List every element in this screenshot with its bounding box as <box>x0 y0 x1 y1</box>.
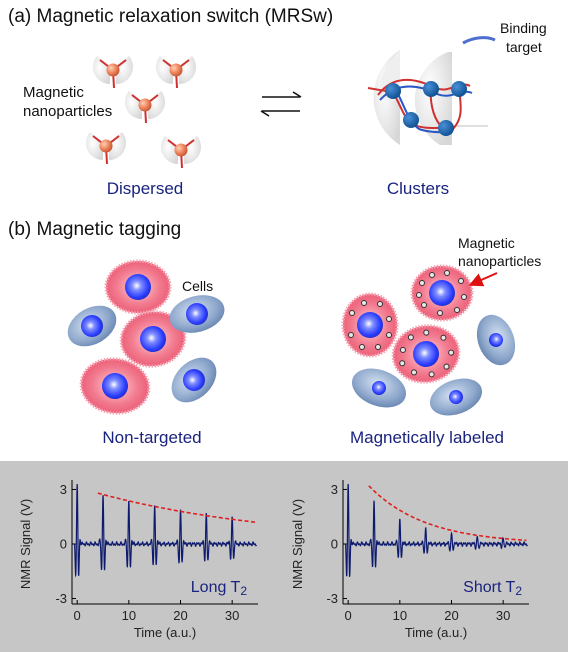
nmr-signal-series <box>74 483 258 578</box>
binding-target-label-line2: target <box>506 39 542 55</box>
nanoparticle-cluster <box>367 50 488 145</box>
nanoparticles-label-b-line2: nanoparticles <box>458 253 541 269</box>
x-tick-label: 0 <box>74 608 81 623</box>
pink-cell <box>79 357 151 415</box>
nanoparticles-pointer-arrow <box>468 272 498 287</box>
labeled-pink-cell <box>391 324 461 384</box>
blue-cell <box>67 305 117 347</box>
y-axis-label: NMR Signal (V) <box>290 499 305 589</box>
relaxation-annotation: Long T2 <box>191 579 248 598</box>
x-tick-label: 30 <box>225 608 239 623</box>
nanoparticle <box>160 136 202 169</box>
nanoparticles-label-b-line1: Magnetic <box>458 235 515 251</box>
blue-cell <box>476 314 516 366</box>
x-axis-label: Time (a.u.) <box>134 625 196 640</box>
decay-envelope <box>368 485 527 542</box>
y-tick-label: -3 <box>326 591 338 606</box>
relaxation-annotation-subscript: 2 <box>240 584 247 598</box>
y-axis-label: NMR Signal (V) <box>18 499 33 589</box>
nanoparticle <box>85 132 127 165</box>
y-tick-label: 3 <box>60 482 67 497</box>
blue-cell <box>429 378 483 416</box>
labeled-pink-cell <box>341 292 399 358</box>
binding-target-glyph <box>462 36 496 45</box>
relaxation-annotation-subscript: 2 <box>515 584 522 598</box>
blue-cell <box>169 295 225 333</box>
chart-panel-background <box>0 461 568 652</box>
labeled-pink-cell <box>410 264 474 322</box>
y-tick-label: 3 <box>331 482 338 497</box>
caption-magnetically-labeled: Magnetically labeled <box>350 428 504 447</box>
nanoparticle <box>92 56 134 89</box>
cluster-particle <box>385 83 401 99</box>
x-axis-label: Time (a.u.) <box>405 625 467 640</box>
x-tick-label: 10 <box>122 608 136 623</box>
blue-cell <box>171 357 217 403</box>
nanoparticles-label-line1: Magnetic <box>23 84 84 101</box>
nmr-signal-series <box>345 483 529 577</box>
nanoparticle <box>155 56 197 89</box>
cluster-particle <box>403 112 419 128</box>
relaxation-annotation: Short T2 <box>463 579 522 598</box>
x-tick-label: 10 <box>393 608 407 623</box>
cells-label: Cells <box>182 278 213 294</box>
caption-non-targeted: Non-targeted <box>102 428 201 447</box>
cells-labeled <box>341 264 516 416</box>
cells-non-targeted <box>67 259 225 415</box>
pink-cell <box>119 310 187 368</box>
y-tick-label: 0 <box>331 537 338 552</box>
cluster-particle <box>423 81 439 97</box>
nanoparticles-label-line2: nanoparticles <box>23 103 112 120</box>
cluster-particle <box>438 120 454 136</box>
equilibrium-arrows <box>260 91 302 117</box>
x-tick-label: 0 <box>345 608 352 623</box>
blue-cell <box>351 368 407 408</box>
panel-a-title: (a) Magnetic relaxation switch (MRSw) <box>8 6 333 27</box>
caption-dispersed: Dispersed <box>107 179 184 198</box>
x-tick-label: 20 <box>444 608 458 623</box>
decay-envelope <box>97 492 256 523</box>
pink-cell <box>104 259 172 315</box>
binding-target-label-line1: Binding <box>500 20 547 36</box>
cluster-particle <box>451 81 467 97</box>
y-tick-label: 0 <box>60 537 67 552</box>
dispersed-nanoparticles <box>85 56 202 169</box>
x-tick-label: 30 <box>496 608 510 623</box>
nanoparticle <box>124 91 166 124</box>
panel-b-title: (b) Magnetic tagging <box>8 219 181 240</box>
caption-clusters: Clusters <box>387 179 449 198</box>
y-tick-label: -3 <box>55 591 67 606</box>
x-tick-label: 20 <box>173 608 187 623</box>
